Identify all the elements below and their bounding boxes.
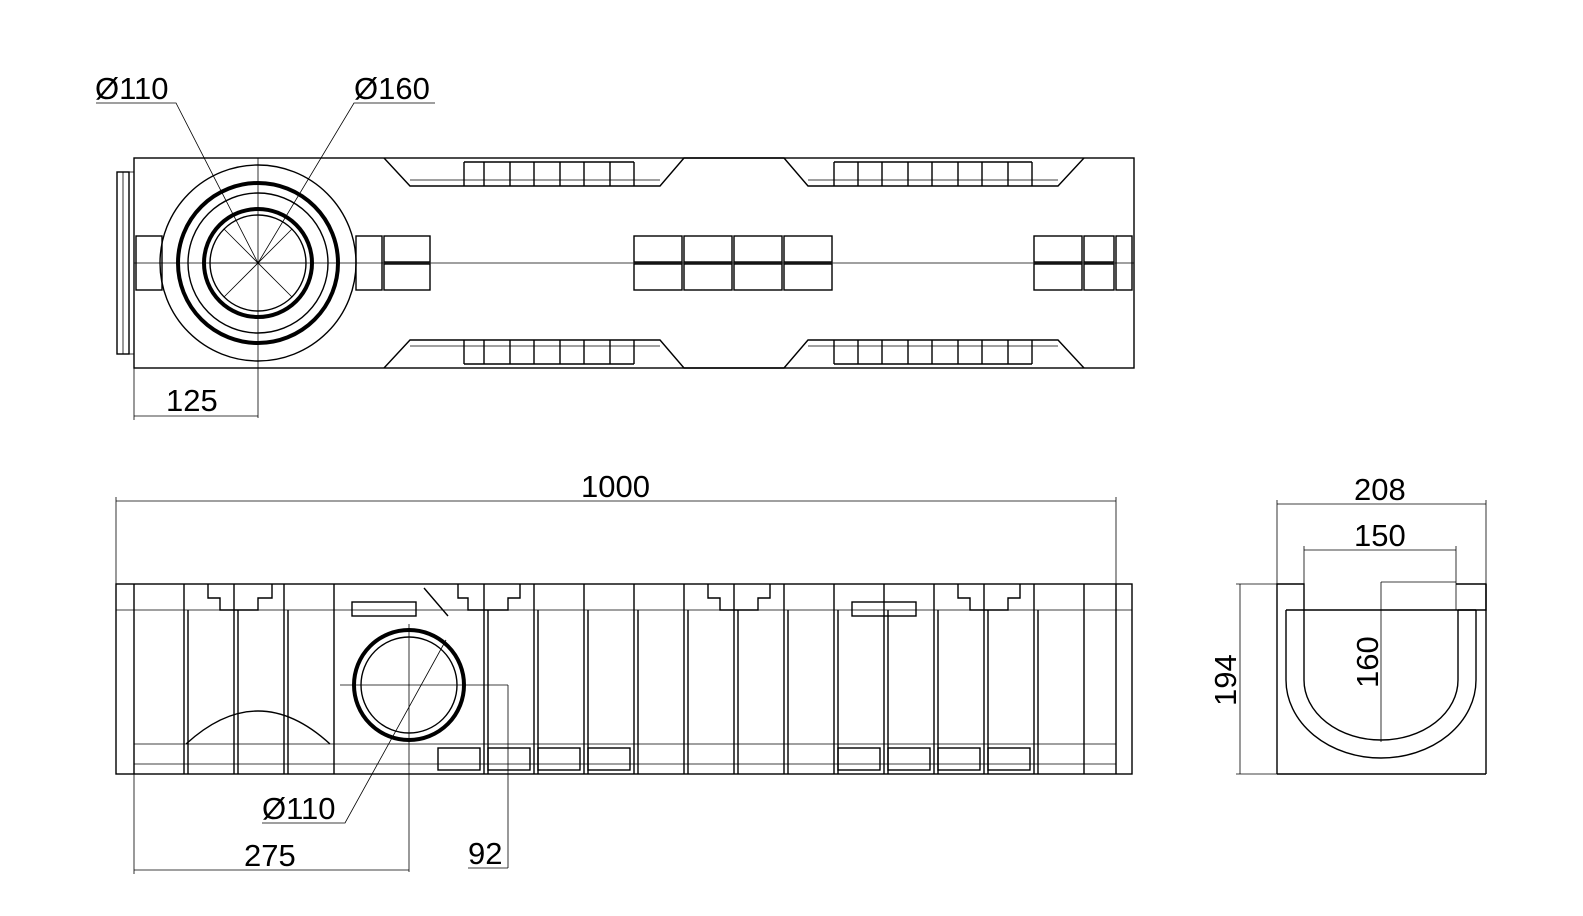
side-view: 1000	[115, 469, 1133, 874]
d110-side-leader	[262, 639, 447, 824]
side-view-outline	[115, 583, 1133, 775]
d160-top-leader	[257, 102, 435, 264]
inner-width-label: 150	[1354, 518, 1406, 553]
outer-width-label: 208	[1354, 472, 1406, 507]
u-channel-outer	[1285, 610, 1477, 759]
inner-depth-label: 160	[1350, 636, 1385, 688]
d110-side-label: Ø110	[262, 791, 336, 826]
outlet-height-label: 92	[468, 836, 502, 871]
d110-top-label: Ø110	[95, 71, 169, 106]
overall-height-label: 194	[1208, 654, 1243, 706]
top-rail	[383, 157, 1085, 187]
outlet-position-label: 275	[244, 838, 296, 873]
d110-top-leader	[96, 102, 259, 264]
bottom-rail	[383, 339, 1085, 369]
overall-length-label: 1000	[581, 469, 650, 504]
section-view: 208 150 160 194	[1208, 472, 1487, 775]
inner-arch	[185, 710, 331, 745]
top-view: Ø110 Ø160 125	[95, 71, 1135, 420]
d160-top-label: Ø160	[354, 71, 430, 106]
outlet-offset-label: 125	[166, 383, 218, 418]
